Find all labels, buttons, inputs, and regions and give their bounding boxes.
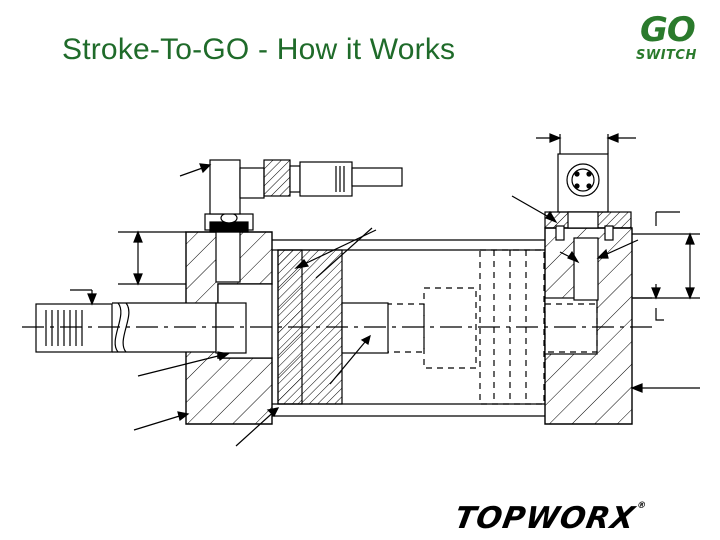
go-logo-text: GO (640, 10, 696, 50)
leader-arrows (70, 163, 700, 447)
slide-title: Stroke-To-GO - How it Works (62, 33, 456, 66)
go-switch-logo: GO SWITCH (632, 10, 702, 70)
right-end-cap (544, 227, 633, 425)
right-sensor (544, 153, 632, 241)
switch-logo-text: SWITCH (636, 48, 697, 63)
left-sensor (204, 159, 403, 233)
rod-end-clevis (35, 303, 113, 353)
dimension-lines (118, 133, 700, 321)
